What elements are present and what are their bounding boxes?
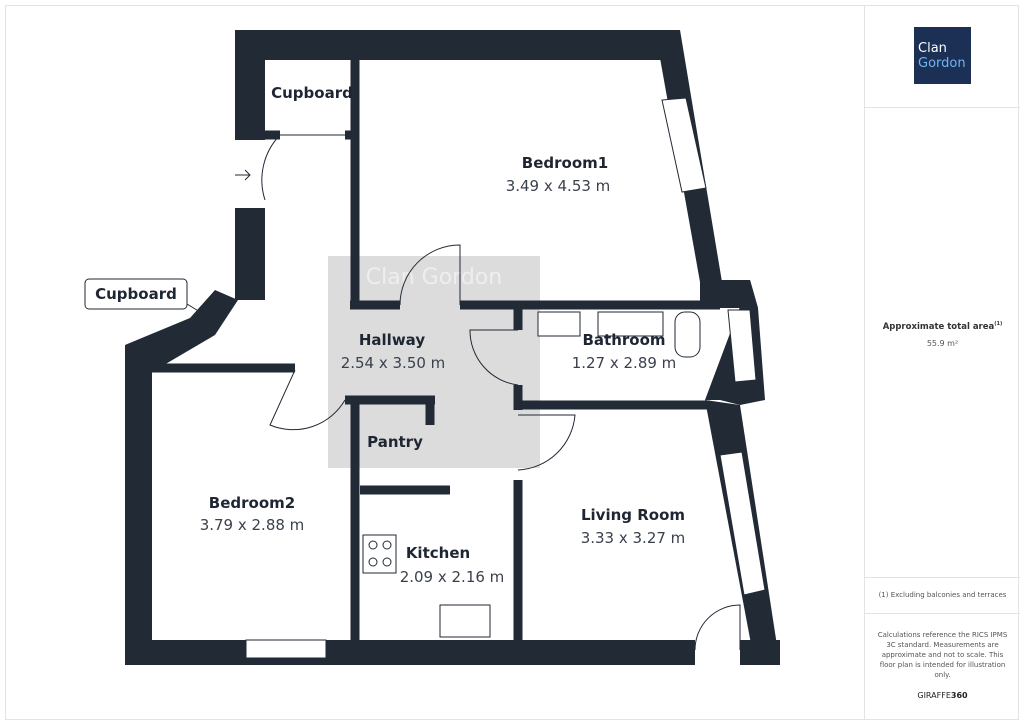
living-room-label: Living Room (581, 506, 685, 524)
bathroom-dims: 1.27 x 2.89 m (572, 354, 677, 372)
window-bedroom1 (661, 97, 707, 193)
watermark-text: Clan Gordon (366, 265, 502, 290)
window-living (719, 451, 766, 596)
hob-burner-icon (368, 540, 378, 550)
page-frame (5, 5, 1019, 720)
cupboard-callout-label: Cupboard (95, 285, 177, 303)
door-living[interactable] (517, 414, 576, 471)
door-bathroom[interactable] (469, 329, 519, 386)
bedroom1-dims: 3.49 x 4.53 m (506, 177, 611, 195)
area-footnote-mark: (1) (994, 321, 1003, 327)
hob-icon (362, 534, 397, 574)
door-cupboard[interactable] (261, 134, 345, 201)
wall-cupboard-left (235, 30, 265, 140)
cupboard-label: Cupboard (271, 84, 353, 102)
logo-line2: Gordon (918, 56, 966, 71)
window-bathroom (727, 309, 757, 383)
hob-burner-icon (382, 540, 392, 550)
bedroom1-label: Bedroom1 (522, 154, 608, 172)
wall-bottom-right (740, 640, 780, 665)
door-bedroom1[interactable] (399, 244, 461, 306)
bath-sink-icon (537, 311, 581, 337)
brand-text: GIRAFFE (917, 691, 951, 700)
area-title-text: Approximate total area (882, 321, 995, 332)
door-balcony[interactable] (694, 604, 741, 651)
hob-burner-icon (368, 557, 378, 567)
clan-gordon-logo: Clan Gordon (914, 27, 971, 84)
callout-leader (186, 303, 211, 319)
watermark-box (328, 256, 540, 468)
area-title: Approximate total area(1) (865, 321, 1020, 332)
wall-bedroom2-left (125, 345, 152, 665)
bathroom-label: Bathroom (582, 331, 665, 349)
hallway-label: Hallway (359, 331, 425, 349)
floor-plan: Clan Gordon Bedroom1 3.49 x 4.53 m Cupbo… (84, 30, 780, 665)
giraffe360-brand: GIRAFFE360 (865, 691, 1020, 700)
bedroom2-dims: 3.79 x 2.88 m (200, 516, 305, 534)
door-bedroom2[interactable] (269, 369, 346, 431)
hob-burner-icon (382, 557, 392, 567)
hallway-dims: 2.54 x 3.50 m (341, 354, 446, 372)
footnote: (1) Excluding balconies and terraces (865, 577, 1020, 614)
logo-section: Clan Gordon (865, 5, 1020, 108)
wall-diagonal-left (125, 290, 238, 372)
cupboard-callout (84, 278, 188, 310)
living-room-dims: 3.33 x 3.27 m (581, 529, 686, 547)
toilet-icon (674, 311, 701, 358)
window-bedroom2 (245, 639, 327, 659)
wall-bottom (125, 640, 695, 665)
basin-icon (597, 311, 664, 337)
disclaimer: Calculations reference the RICS IPMS 3C … (877, 631, 1008, 679)
sidebar: Clan Gordon Approximate total area(1) 55… (864, 5, 1020, 720)
area-value: 55.9 m² (926, 339, 959, 348)
logo-line1: Clan (918, 41, 947, 56)
kitchen-label: Kitchen (406, 544, 470, 562)
pantry-label: Pantry (367, 433, 423, 451)
sink-icon (439, 604, 491, 638)
kitchen-dims: 2.09 x 2.16 m (400, 568, 505, 586)
area-section: Approximate total area(1) 55.9 m² (865, 107, 1020, 578)
wall-top (235, 30, 680, 60)
brand-number: 360 (950, 691, 968, 700)
entrance-arrow-icon (235, 169, 251, 181)
wall-hall-left (235, 208, 265, 300)
bedroom2-label: Bedroom2 (209, 494, 295, 512)
